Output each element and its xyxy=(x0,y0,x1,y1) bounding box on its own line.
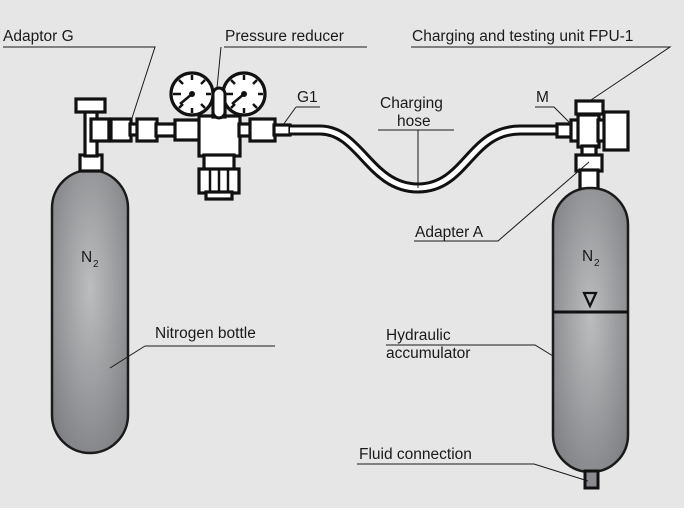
adaptor-g xyxy=(107,117,178,143)
leader-hydraulic-accumulator xyxy=(386,344,554,357)
label-hydraulic-1: Hydraulic xyxy=(386,327,451,344)
leader-adapter-a xyxy=(414,161,590,242)
leader-charging-unit xyxy=(411,46,672,101)
pressure-reducer xyxy=(173,88,292,201)
hydraulic-accumulator xyxy=(551,186,630,490)
label-pressure-reducer: Pressure reducer xyxy=(225,28,344,45)
label-n2-bottle-sub: 2 xyxy=(93,259,99,270)
fluid-connection-port xyxy=(583,469,600,490)
fluid-level-icon xyxy=(582,291,598,309)
nitrogen-bottle xyxy=(50,168,130,455)
gauge-right xyxy=(221,71,267,117)
leader-charging-hose xyxy=(378,129,454,188)
label-hydraulic-2: accumulator xyxy=(386,345,470,362)
leader-adaptor-g xyxy=(3,46,156,119)
label-charging-hose-2: hose xyxy=(397,113,431,130)
label-adaptor-g: Adaptor G xyxy=(3,28,74,45)
leader-nitrogen-bottle xyxy=(109,345,275,369)
label-n2-accumulator: N xyxy=(582,248,593,265)
label-g1: G1 xyxy=(297,89,318,106)
bottle-valve xyxy=(74,97,111,173)
charging-hose xyxy=(290,124,560,194)
label-charging-unit: Charging and testing unit FPU-1 xyxy=(412,28,633,45)
label-n2-bottle: N xyxy=(81,249,92,266)
label-m: M xyxy=(536,89,549,106)
leader-m xyxy=(535,106,572,125)
charging-unit-fpu1 xyxy=(555,99,630,191)
gauge-left xyxy=(169,71,215,117)
label-fluid-connection: Fluid connection xyxy=(359,446,472,463)
leader-fluid-connection xyxy=(357,463,589,482)
reducer-stem xyxy=(211,86,227,120)
label-adapter-a: Adapter A xyxy=(415,224,484,241)
leader-g1 xyxy=(282,106,320,126)
label-charging-hose-1: Charging xyxy=(380,95,443,112)
label-nitrogen-bottle: Nitrogen bottle xyxy=(155,325,256,342)
leader-pressure-reducer xyxy=(216,46,367,89)
label-n2-accumulator-sub: 2 xyxy=(594,258,600,269)
